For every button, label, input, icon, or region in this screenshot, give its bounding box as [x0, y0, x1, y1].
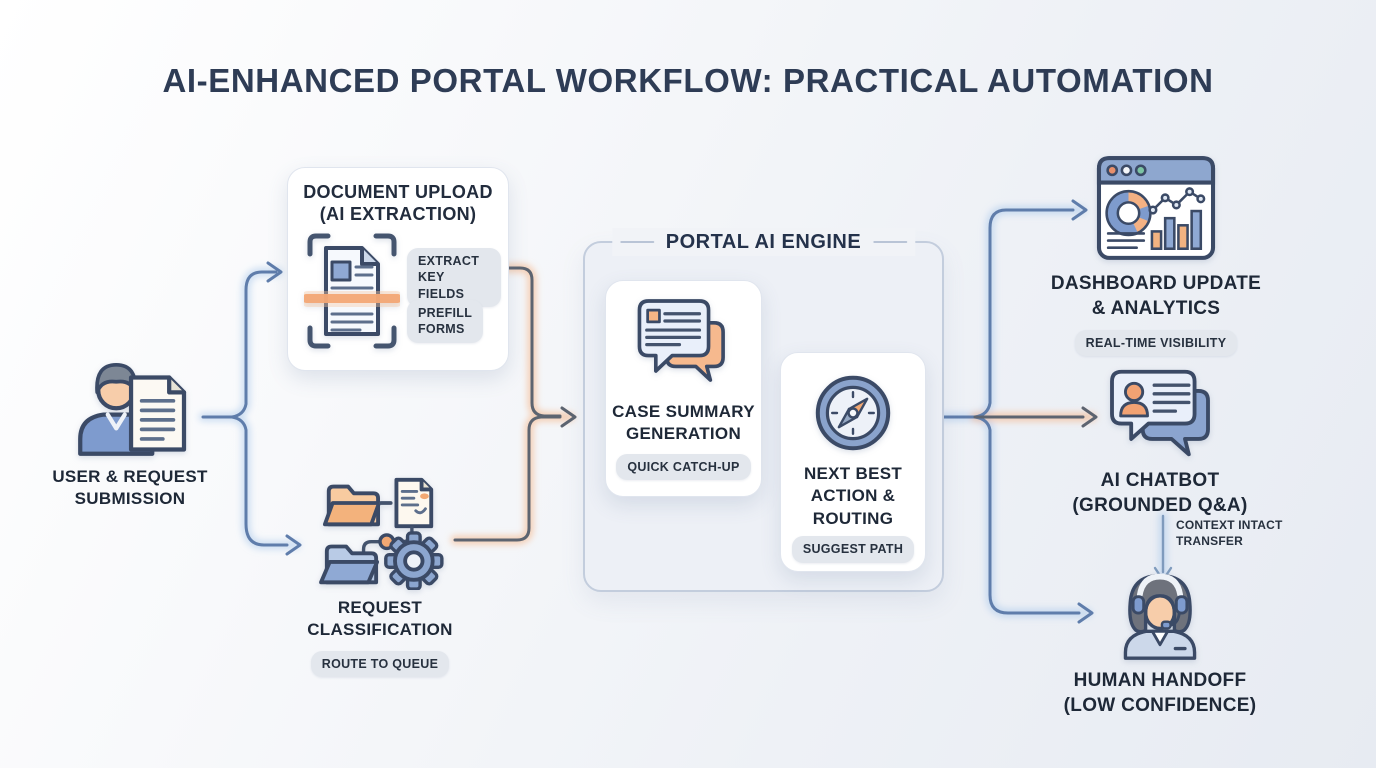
user-node: USER & REQUEST SUBMISSION — [20, 350, 240, 511]
connector-engine-split — [939, 199, 1094, 624]
human-label: HUMAN HANDOFF (LOW CONFIDENCE) — [1063, 670, 1257, 717]
portal-ai-engine-panel: PORTAL AI ENGINE CASE SUMMARY GENERATION… — [583, 228, 944, 592]
connector-engine-to-chatbot — [973, 406, 1098, 428]
chat-bubbles-icon — [637, 299, 725, 382]
connector-merge-to-engine — [453, 266, 577, 542]
compass-icon — [815, 375, 891, 451]
user-label: USER & REQUEST SUBMISSION — [52, 467, 208, 509]
next-best-label: NEXT BEST ACTION & ROUTING — [803, 464, 903, 528]
engine-title-row: PORTAL AI ENGINE — [611, 228, 916, 256]
dashboard-node: DASHBOARD UPDATE & ANALYTICS REAL-TIME V… — [1030, 152, 1282, 357]
legend-line-right — [873, 241, 908, 243]
document-scan-icon — [304, 233, 400, 349]
badge-route-to-queue: ROUTE TO QUEUE — [310, 650, 450, 678]
engine-title: PORTAL AI ENGINE — [665, 230, 862, 253]
connector-user-split — [201, 261, 302, 556]
user-with-document-icon — [78, 362, 187, 456]
workflow-title: AI-ENHANCED PORTAL WORKFLOW: PRACTICAL A… — [162, 62, 1214, 99]
badge-real-time-visibility: REAL-TIME VISIBILITY — [1074, 330, 1238, 357]
badge-quick-catch-up: QUICK CATCH-UP — [616, 453, 751, 481]
case-summary-card: CASE SUMMARY GENERATION QUICK CATCH-UP — [605, 280, 762, 497]
transfer-note: CONTEXT INTACT TRANSFER — [1176, 518, 1283, 548]
legend-line-left — [619, 241, 654, 243]
dashboard-label: DASHBOARD UPDATE & ANALYTICS — [1050, 273, 1262, 320]
classification-label: REQUEST CLASSIFICATION — [307, 598, 453, 640]
request-classification-node: REQUEST CLASSIFICATION ROUTE TO QUEUE — [278, 474, 482, 678]
chatbot-node: AI CHATBOT (GROUNDED Q&A) — [1040, 366, 1280, 518]
badge-suggest-path: SUGGEST PATH — [791, 536, 915, 563]
case-summary-label: CASE SUMMARY GENERATION — [612, 402, 755, 444]
document-upload-card: DOCUMENT UPLOAD (AI EXTRACTION) EXTRACT … — [287, 167, 509, 371]
support-agent-icon — [1123, 573, 1197, 660]
document-upload-title: DOCUMENT UPLOAD (AI EXTRACTION) — [303, 182, 493, 224]
badge-extract-key-fields: EXTRACT KEY FIELDS — [407, 248, 501, 307]
dashboard-analytics-icon — [1096, 156, 1216, 260]
folders-gear-icon — [319, 477, 444, 590]
chatbot-bubbles-icon — [1110, 369, 1210, 457]
badge-prefill-forms: PREFILL FORMS — [407, 300, 484, 343]
human-handoff-node: HUMAN HANDOFF (LOW CONFIDENCE) — [1036, 567, 1284, 718]
next-best-action-card: NEXT BEST ACTION & ROUTING SUGGEST PATH — [780, 352, 926, 572]
chatbot-label: AI CHATBOT (GROUNDED Q&A) — [1072, 470, 1248, 517]
